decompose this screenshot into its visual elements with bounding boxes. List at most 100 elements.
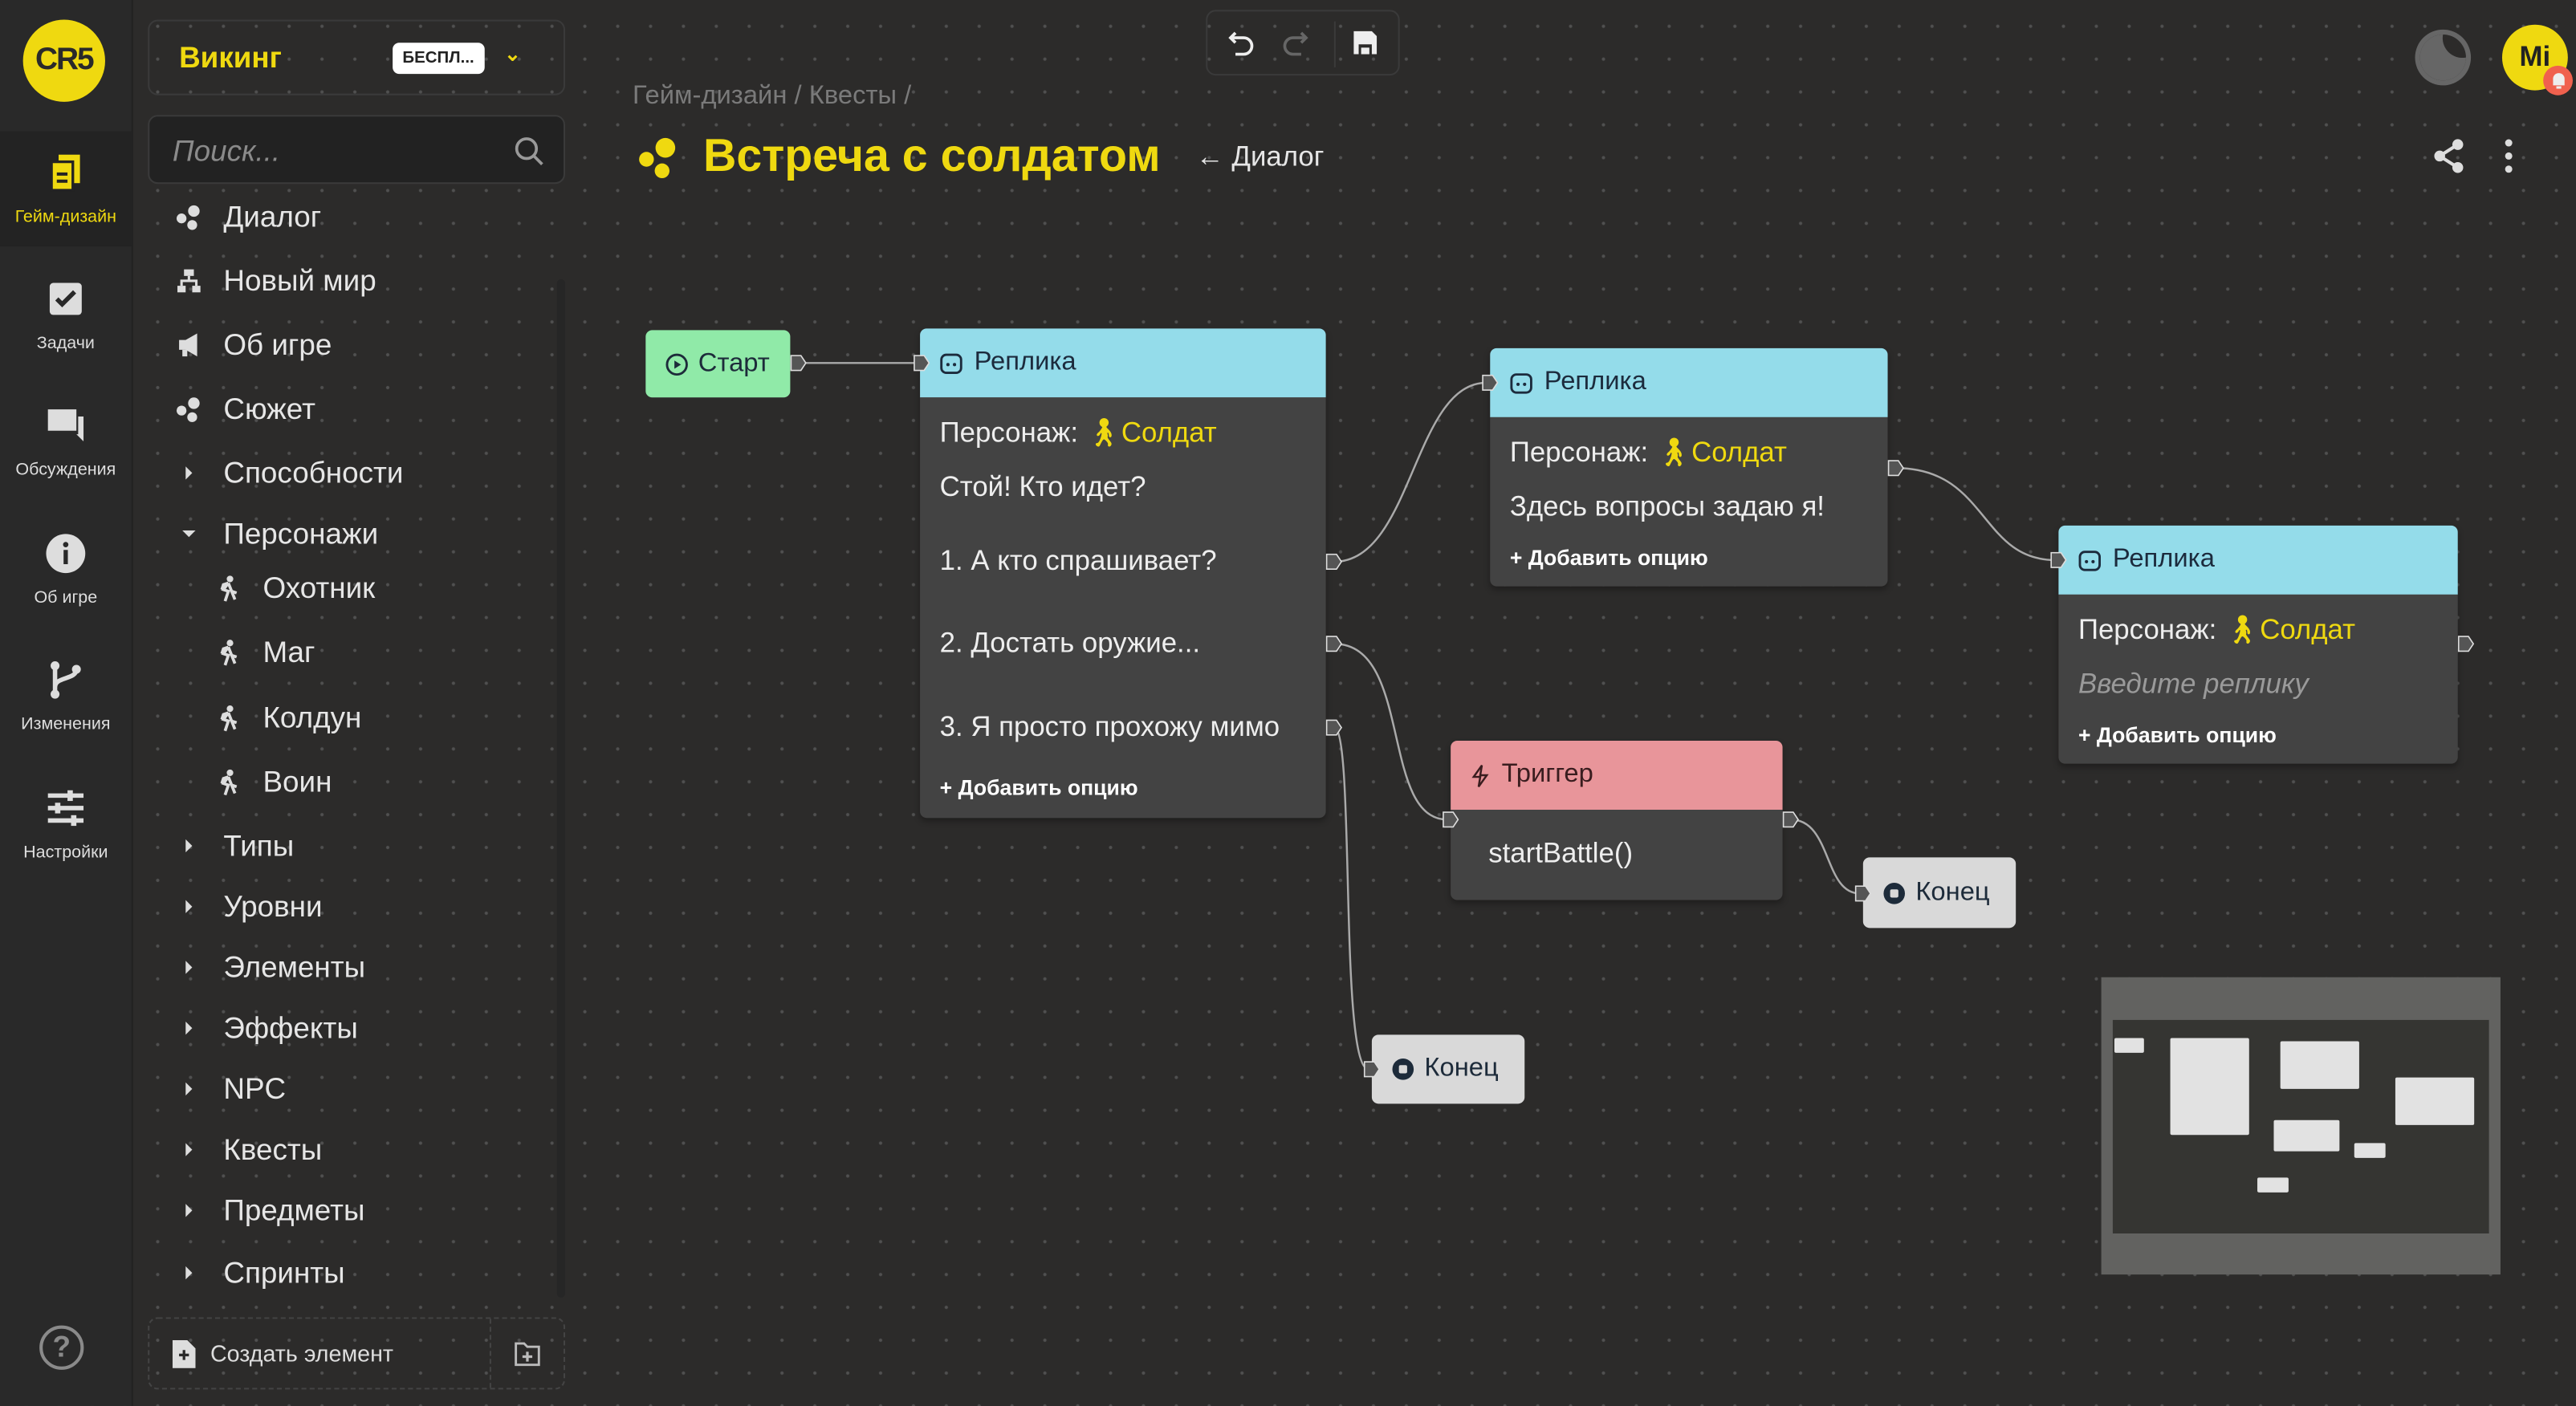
rail-item-discussions[interactable]: Обсуждения: [0, 384, 132, 499]
connection-port[interactable]: [1325, 553, 1343, 570]
caret-right-icon: [171, 959, 207, 975]
connection-port[interactable]: [914, 355, 930, 372]
connection-port[interactable]: [1325, 636, 1343, 652]
rail-item-changes[interactable]: Изменения: [0, 639, 132, 754]
create-folder-button[interactable]: [491, 1319, 564, 1388]
trigger-node[interactable]: Триггер startBattle(): [1451, 741, 1783, 900]
tree-item[interactable]: Элементы: [171, 943, 365, 992]
connection-port[interactable]: [1854, 885, 1872, 902]
edge: [1333, 643, 1448, 821]
replica-text[interactable]: Здесь вопросы задаю я!: [1509, 490, 1825, 522]
tree-item[interactable]: Колдун: [210, 693, 361, 742]
bell-icon[interactable]: [2543, 65, 2573, 95]
breadcrumb-item[interactable]: Квесты: [808, 82, 897, 111]
end-node[interactable]: Конец: [1862, 857, 2016, 929]
tree-item[interactable]: Об игре: [171, 320, 332, 369]
tree-item[interactable]: Охотник: [210, 563, 375, 612]
caret-right-icon: [171, 838, 207, 854]
tree-item[interactable]: Диалог: [171, 192, 321, 241]
scrollbar[interactable]: [556, 278, 566, 1298]
node-title: Реплика: [2112, 545, 2215, 574]
start-node[interactable]: Старт: [645, 330, 791, 398]
tree-item-label: Маг: [262, 635, 315, 668]
rail-item-settings[interactable]: Настройки: [0, 767, 132, 882]
tree-item[interactable]: Предметы: [171, 1186, 364, 1235]
back-link[interactable]: ← Диалог: [1195, 141, 1325, 173]
tree-item[interactable]: Спринты: [171, 1248, 345, 1297]
more-vertical-icon[interactable]: [2497, 138, 2521, 174]
project-selector[interactable]: Викинг БЕСПЛ... ⌄: [148, 19, 566, 95]
tree-item[interactable]: Новый мир: [171, 256, 376, 305]
option-item[interactable]: 2. Достать оружие...: [939, 627, 1201, 659]
option-item[interactable]: 3. Я просто прохожу мимо: [939, 711, 1280, 743]
rail-label: Задачи: [36, 333, 95, 354]
redo-icon: [1283, 31, 1308, 56]
undo-button[interactable]: [1224, 25, 1260, 61]
tree-item[interactable]: Способности: [171, 449, 404, 498]
edge: [1790, 819, 1860, 895]
project-name: Викинг: [179, 41, 283, 75]
connection-port[interactable]: [1782, 811, 1799, 828]
minimap-viewport[interactable]: [2112, 1019, 2489, 1233]
character-name[interactable]: Солдат: [1121, 417, 1217, 449]
help-icon[interactable]: ?: [39, 1325, 84, 1370]
rail-item-about[interactable]: Об игре: [0, 513, 132, 628]
search-icon[interactable]: [515, 136, 544, 166]
save-button[interactable]: [1347, 25, 1383, 61]
person-walking-icon: [210, 768, 246, 796]
character-name[interactable]: Солдат: [1691, 437, 1787, 469]
end-node[interactable]: Конец: [1371, 1034, 1525, 1104]
caret-right-icon: [171, 465, 207, 481]
connection-port[interactable]: [1482, 374, 1499, 391]
connection-port[interactable]: [2050, 551, 2067, 568]
tree-item[interactable]: Квесты: [171, 1125, 322, 1174]
theme-toggle-icon[interactable]: [2411, 26, 2474, 89]
character-row: Персонаж: 🚶︎Солдат: [2078, 614, 2355, 647]
connection-port[interactable]: [1325, 719, 1343, 736]
character-name[interactable]: Солдат: [2260, 614, 2356, 646]
tree-item[interactable]: Воин: [210, 757, 332, 806]
play-circle-icon: [665, 352, 688, 376]
breadcrumb-item[interactable]: Гейм-дизайн: [632, 82, 787, 111]
replica-node[interactable]: Реплика Персонаж: 🚶︎Солдат Введите репли…: [2058, 525, 2458, 764]
replica-text[interactable]: Стой! Кто идет?: [939, 471, 1146, 503]
tree-item-label: Охотник: [262, 571, 376, 604]
create-bar: Создать элемент: [148, 1317, 566, 1390]
connection-port[interactable]: [1363, 1061, 1381, 1078]
replica-input[interactable]: Введите реплику: [2077, 668, 2309, 700]
minimap[interactable]: [2101, 977, 2501, 1275]
person-walking-icon: [210, 638, 246, 666]
search-input[interactable]: [169, 129, 505, 173]
caret-right-icon: [171, 898, 207, 914]
trigger-code[interactable]: startBattle(): [1488, 837, 1634, 869]
add-option-button[interactable]: + Добавить опцию: [1509, 545, 1708, 571]
rail-label: Гейм-дизайн: [14, 206, 117, 227]
option-item[interactable]: 1. А кто спрашивает?: [939, 545, 1217, 577]
person-walking-icon: [210, 574, 246, 602]
connection-port[interactable]: [790, 355, 807, 372]
replica-node[interactable]: Реплика Персонаж: 🚶︎Солдат Стой! Кто иде…: [920, 328, 1326, 819]
tree-item[interactable]: Уровни: [171, 882, 323, 931]
redo-button[interactable]: [1276, 25, 1312, 61]
tree-item[interactable]: Типы: [171, 821, 294, 870]
create-element-button[interactable]: Создать элемент: [149, 1319, 491, 1388]
tree-item[interactable]: Эффекты: [171, 1003, 358, 1052]
add-option-button[interactable]: + Добавить опцию: [2077, 722, 2277, 748]
share-icon[interactable]: [2432, 138, 2468, 174]
tree-item[interactable]: Персонажи: [171, 509, 378, 558]
logo[interactable]: CR5: [22, 19, 105, 102]
tree-item[interactable]: Маг: [210, 628, 315, 677]
rail-item-game-design[interactable]: Гейм-дизайн: [0, 131, 132, 246]
divider: [1333, 21, 1336, 67]
tree-item[interactable]: NPC: [171, 1064, 286, 1113]
folder-plus-icon: [515, 1341, 540, 1366]
replica-node[interactable]: Реплика Персонаж: 🚶︎Солдат Здесь вопросы…: [1490, 347, 1888, 587]
person-walking-icon: 🚶︎: [1655, 437, 1692, 469]
tree-item-label: Уровни: [223, 889, 323, 923]
connection-port[interactable]: [1887, 460, 1904, 477]
connection-port[interactable]: [1443, 811, 1459, 828]
rail-item-tasks[interactable]: Задачи: [0, 258, 132, 372]
add-option-button[interactable]: + Добавить опцию: [939, 774, 1138, 800]
connection-port[interactable]: [2457, 636, 2475, 652]
tree-item[interactable]: Сюжет: [171, 384, 315, 433]
